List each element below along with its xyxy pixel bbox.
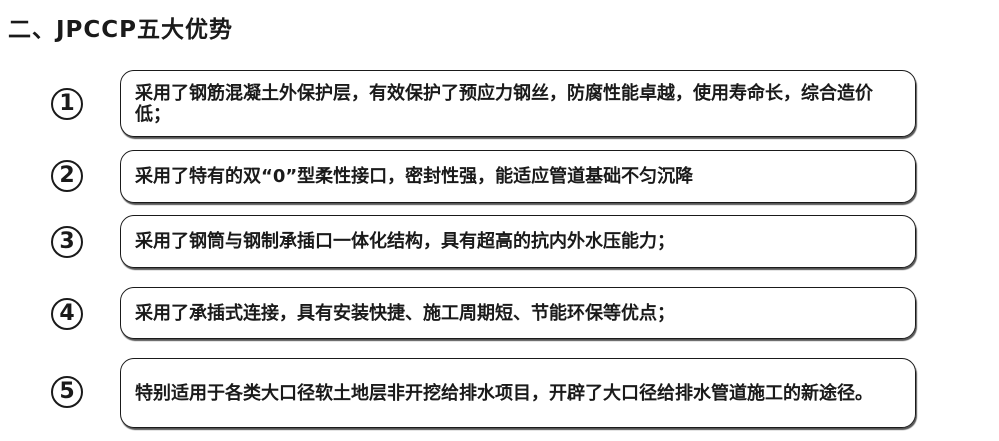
- item-text: 采用了钢筒与钢制承插口一体化结构，具有超高的抗内外水压能力；: [135, 231, 675, 252]
- section-title: 二、JPCCP五大优势: [8, 17, 234, 43]
- item-number-badge: 2: [51, 160, 83, 192]
- item-number-badge: 4: [51, 298, 83, 330]
- item-number-badge: 5: [51, 376, 83, 408]
- item-text: 采用了钢筋混凝土外保护层，有效保护了预应力钢丝，防腐性能卓越，使用寿命长，综合造…: [135, 82, 873, 125]
- item-box: 采用了特有的双“0”型柔性接口，密封性强，能适应管道基础不匀沉降: [120, 150, 916, 203]
- item-box: 采用了钢筋混凝土外保护层，有效保护了预应力钢丝，防腐性能卓越，使用寿命长，综合造…: [120, 70, 916, 137]
- item-number-badge: 3: [51, 226, 83, 258]
- item-box: 采用了钢筒与钢制承插口一体化结构，具有超高的抗内外水压能力；: [120, 215, 916, 268]
- item-box: 特别适用于各类大口径软土地层非开挖给排水项目，开辟了大口径给排水管道施工的新途径…: [120, 358, 916, 428]
- item-text: 采用了承插式连接，具有安装快捷、施工周期短、节能环保等优点；: [135, 302, 675, 324]
- item-box: 采用了承插式连接，具有安装快捷、施工周期短、节能环保等优点；: [120, 287, 916, 339]
- item-text: 采用了特有的双“0”型柔性接口，密封性强，能适应管道基础不匀沉降: [135, 166, 694, 187]
- item-text: 特别适用于各类大口径软土地层非开挖给排水项目，开辟了大口径给排水管道施工的新途径…: [135, 382, 873, 404]
- item-number-badge: 1: [51, 88, 83, 120]
